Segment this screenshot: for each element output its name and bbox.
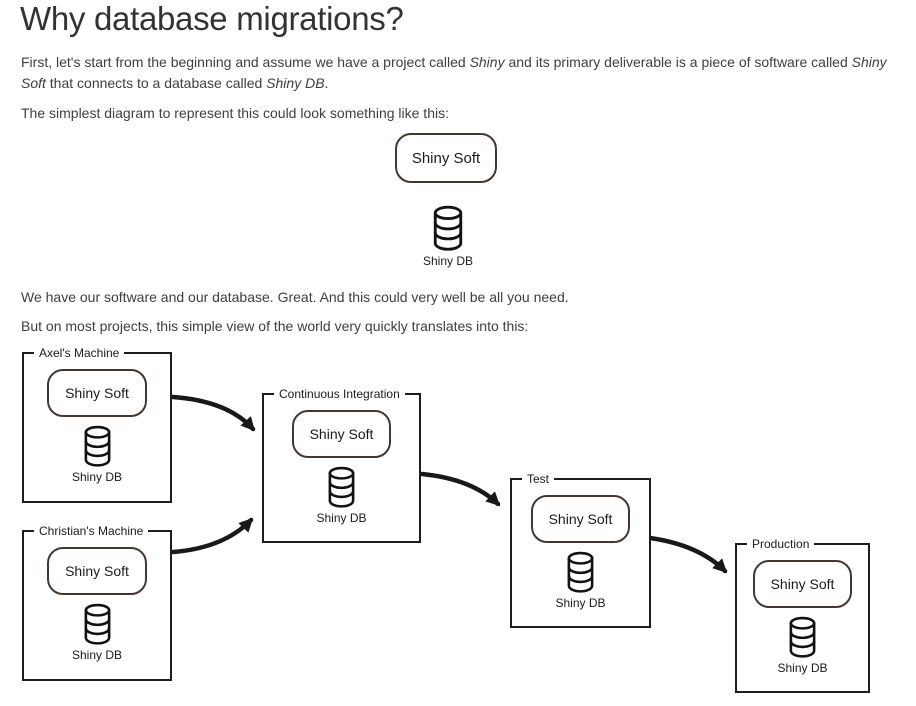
great-paragraph: We have our software and our database. G… [21,289,569,305]
shiny-soft-node: Shiny Soft [47,369,147,417]
shiny-soft-node: Shiny Soft [47,547,147,595]
shiny-db-label: Shiny DB [422,254,474,268]
shiny-db-label: Shiny DB [316,511,367,525]
simplest-diagram-paragraph: The simplest diagram to represent this c… [21,105,449,121]
database-name-emphasis: Shiny DB [266,75,325,91]
intro-text-3: that connects to a database called [45,75,267,91]
arrow-ci-to-test [419,471,501,507]
shiny-db-label: Shiny DB [555,596,606,610]
shiny-soft-label: Shiny Soft [411,149,481,167]
intro-text-1: First, let's start from the beginning an… [21,54,470,70]
database-cylinder-icon [84,425,110,467]
project-name-emphasis: Shiny [469,54,505,70]
env-box-production: Production Shiny Soft Shiny DB [735,537,870,693]
shiny-soft-label: Shiny Soft [65,385,129,401]
shiny-db-label: Shiny DB [71,648,123,662]
env-box-title: Axel's Machine [34,346,125,360]
env-box-title: Test [522,472,555,486]
intro-text-2: and its primary deliverable is a piece o… [504,54,852,70]
shiny-soft-label: Shiny Soft [309,426,374,442]
env-box-title: Continuous Integration [274,387,405,401]
shiny-soft-node: Shiny Soft [530,495,631,543]
shiny-soft-label: Shiny Soft [65,563,129,579]
shiny-db-label: Shiny DB [777,661,828,675]
env-box-axels-machine: Axel's Machine Shiny Soft Shiny DB [22,346,172,503]
env-box-title: Christian's Machine [34,524,149,538]
intro-paragraph: First, let's start from the beginning an… [21,52,893,94]
database-cylinder-icon [84,603,110,645]
database-cylinder-icon [789,616,816,658]
arrow-axel-to-ci [170,394,256,432]
intro-text-4: . [324,75,329,91]
page-title: Why database migrations? [20,0,404,37]
shiny-db-label: Shiny DB [71,470,123,484]
translates-paragraph: But on most projects, this simple view o… [21,318,529,334]
software-name-emphasis: Shiny Soft [21,54,887,91]
shiny-soft-node: Shiny Soft [395,133,497,183]
env-box-christians-machine: Christian's Machine Shiny Soft Shiny DB [22,524,172,681]
database-cylinder-icon [433,205,463,251]
database-cylinder-icon [567,551,594,593]
shiny-soft-node: Shiny Soft [752,560,853,608]
env-box-continuous-integration: Continuous Integration Shiny Soft Shiny … [262,387,421,543]
env-box-test: Test Shiny Soft Shiny DB [510,472,651,628]
arrow-christian-to-ci [170,517,254,555]
env-box-title: Production [747,537,815,551]
shiny-soft-label: Shiny Soft [548,511,613,527]
shiny-soft-label: Shiny Soft [770,576,835,592]
arrow-test-to-production [647,535,728,574]
database-cylinder-icon [328,466,355,508]
shiny-soft-node: Shiny Soft [291,410,392,458]
